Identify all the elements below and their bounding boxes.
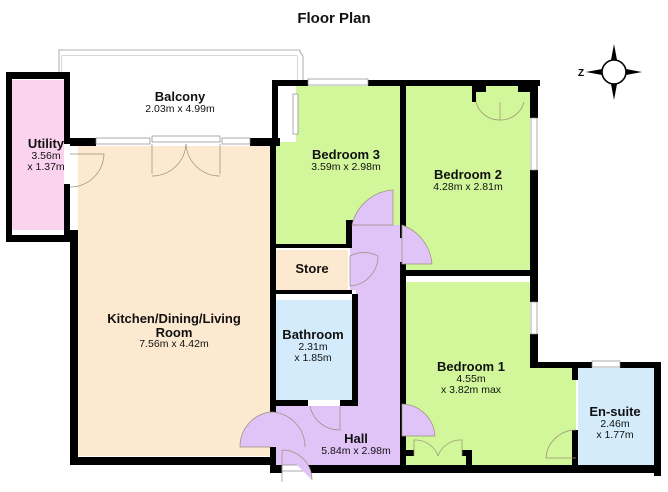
kitchen-label: Kitchen/Dining/Living Room 7.56m x 4.42m — [107, 312, 241, 350]
svg-text:Z: Z — [578, 68, 584, 79]
room-name: Hall — [344, 431, 368, 446]
room-dimensions: 4.28m x 2.81m — [433, 180, 503, 193]
door-swings — [69, 101, 525, 457]
windows — [95, 78, 621, 472]
room-name: En-suite — [589, 404, 641, 419]
room-name: Store — [295, 261, 329, 276]
room-name: Kitchen/Dining/Living — [107, 311, 241, 326]
page-title: Floor Plan — [297, 10, 371, 27]
utility-room — [12, 80, 64, 230]
room-name: Bedroom 3 — [312, 147, 380, 162]
bathroom-room — [276, 300, 352, 400]
room-dimensions: 4.55m — [456, 372, 486, 385]
bedroom2-label: Bedroom 2 4.28m x 2.81m — [433, 168, 502, 193]
store-room — [276, 250, 348, 290]
walls — [6, 72, 661, 476]
bedroom3-alcove — [276, 142, 300, 244]
bedroom2-room — [406, 86, 530, 270]
room-name: Room — [155, 324, 193, 340]
room-dimensions: 2.31m — [298, 340, 328, 353]
bathroom-label: Bathroom 2.31m x 1.85m — [282, 328, 343, 364]
room-dimensions: 7.56m x 4.42m — [139, 338, 209, 351]
balcony-area — [58, 49, 304, 142]
room-name: Bathroom — [282, 327, 344, 342]
hall-room — [270, 225, 402, 470]
ensuite-label: En-suite 2.46m x 1.77m — [589, 405, 640, 441]
compass-rose-icon: Z — [578, 44, 642, 100]
room-name: Utility — [27, 136, 65, 151]
store-label: Store — [295, 262, 328, 276]
room-dimensions: 3.56m — [31, 149, 61, 162]
room-dimensions: 2.03m x 4.99m — [145, 102, 215, 115]
room-dimensions: x 1.77m — [596, 428, 634, 441]
hall-label: Hall 5.84m x 2.98m — [321, 432, 390, 457]
room-name: Bedroom 2 — [434, 167, 502, 182]
bedroom3-label: Bedroom 3 3.59m x 2.98m — [311, 148, 380, 173]
ensuite-room — [578, 368, 656, 470]
room-dimensions: x 1.85m — [294, 351, 332, 364]
bedroom1-label: Bedroom 1 4.55m x 3.82m max — [437, 360, 505, 396]
room-name: Balcony — [154, 89, 206, 104]
bedroom1-room — [406, 282, 576, 470]
room-dimensions: 2.46m — [600, 417, 630, 430]
room-dimensions: 3.59m x 2.98m — [311, 160, 381, 173]
room-dimensions: x 1.37m — [27, 160, 65, 173]
kitchen-room — [78, 146, 270, 456]
room-dimensions: 5.84m x 2.98m — [321, 444, 391, 457]
room-dimensions: x 3.82m max — [440, 383, 502, 396]
room-name: Bedroom 1 — [437, 359, 505, 374]
balcony-label: Balcony 2.03m x 4.99m — [145, 90, 214, 115]
hall-door-swings — [239, 189, 436, 482]
utility-label: Utility 3.56m x 1.37m — [27, 137, 64, 173]
